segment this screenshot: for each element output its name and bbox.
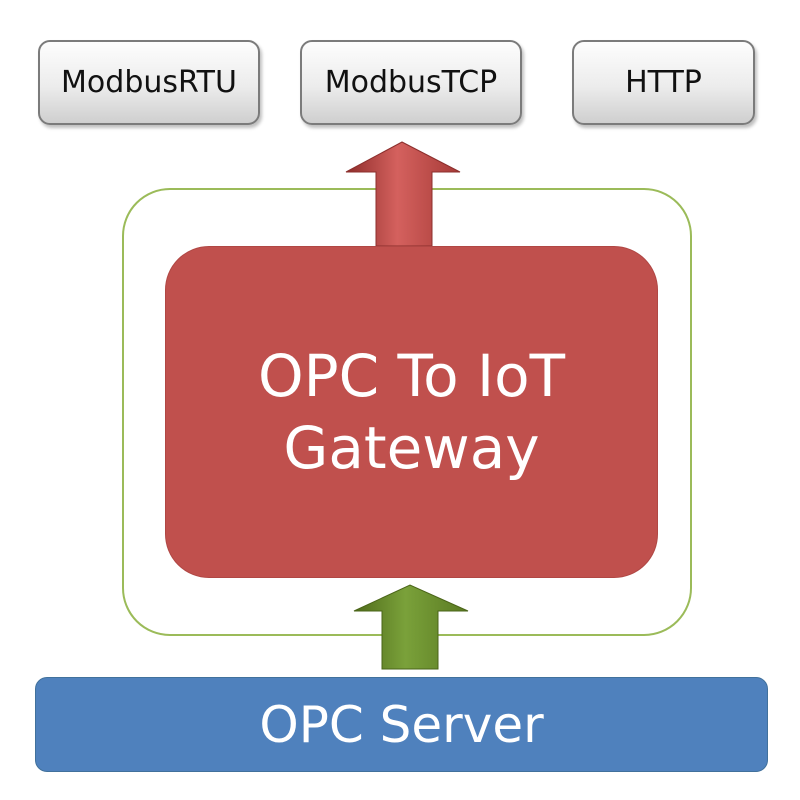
modbusrtu-label: ModbusRTU — [61, 65, 237, 100]
gateway-title-line2: Gateway — [283, 414, 540, 482]
output-arrow-icon — [345, 141, 461, 247]
opc-server-block: OPC Server — [35, 677, 768, 772]
modbusrtu-box: ModbusRTU — [38, 40, 260, 125]
gateway-block: OPC To IoT Gateway — [165, 246, 658, 578]
http-box: HTTP — [572, 40, 755, 125]
input-arrow-icon — [353, 584, 469, 670]
modbustcp-label: ModbusTCP — [324, 65, 498, 100]
modbustcp-box: ModbusTCP — [300, 40, 522, 125]
http-label: HTTP — [625, 65, 702, 100]
opc-server-label: OPC Server — [259, 695, 544, 754]
gateway-title-line1: OPC To IoT — [257, 342, 566, 410]
